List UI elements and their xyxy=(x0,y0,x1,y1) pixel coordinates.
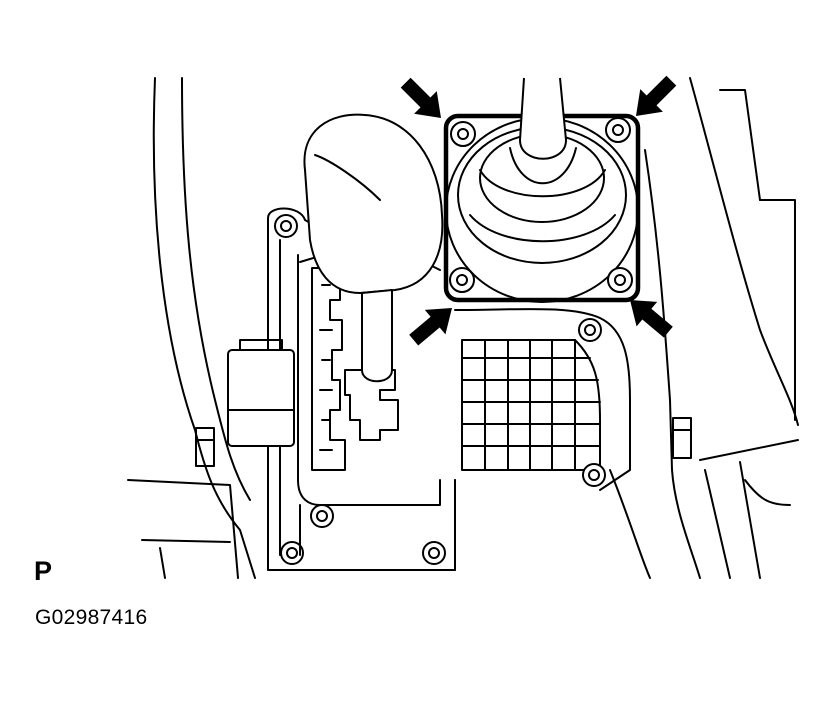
pointer-arrow-icon xyxy=(630,300,673,338)
pointer-arrow-icon xyxy=(409,308,452,346)
figure-code: G02987416 xyxy=(35,606,148,629)
view-label: P xyxy=(34,556,53,586)
right-console-panel xyxy=(644,77,799,579)
shift-boot-retainer xyxy=(443,77,641,303)
bracket-grid xyxy=(454,308,631,491)
pointer-arrow-icon xyxy=(400,77,441,118)
shift-gate-pattern xyxy=(311,267,399,471)
left-console-panel xyxy=(127,77,256,579)
shift-knob xyxy=(303,113,444,383)
electrical-connector xyxy=(227,339,295,447)
lower-trim-lines xyxy=(299,469,651,579)
pointer-arrow-icon xyxy=(636,75,677,116)
